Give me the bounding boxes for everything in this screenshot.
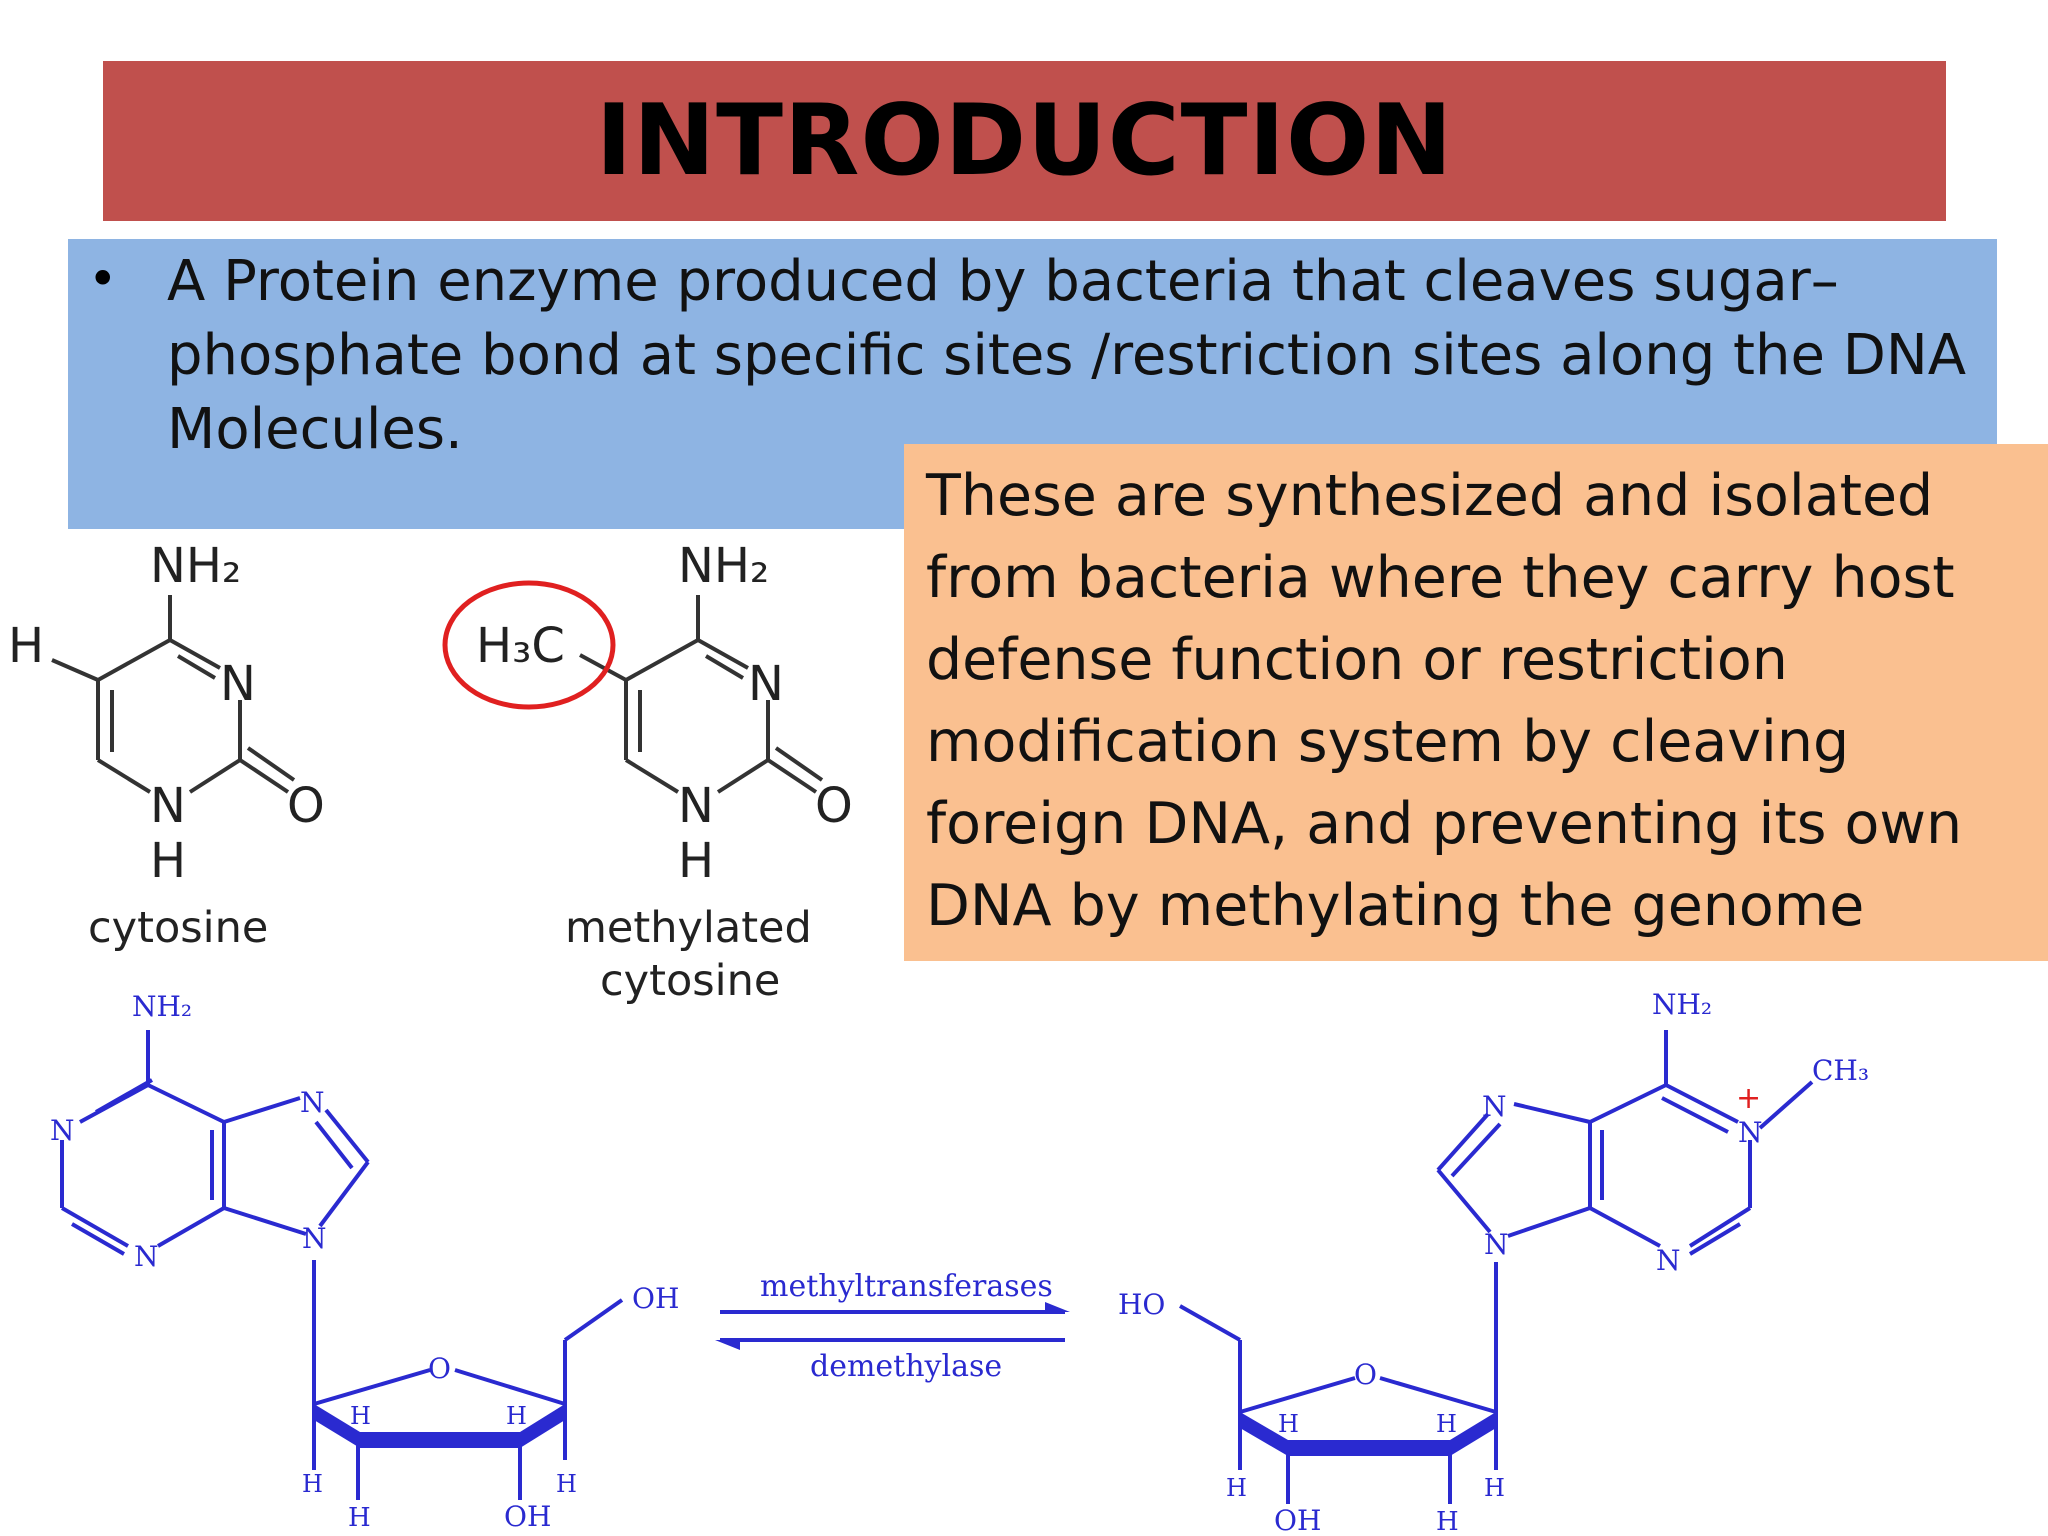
- methyladenosine-h1: H: [1278, 1410, 1299, 1438]
- sugar-wedge-left-right-molecule: [1240, 1412, 1288, 1456]
- title-banner: INTRODUCTION: [103, 61, 1946, 221]
- cytosine-structure: [51, 595, 296, 794]
- bullet-icon: •: [88, 250, 118, 308]
- adenosine-h2: H: [506, 1402, 527, 1430]
- slide-title: INTRODUCTION: [595, 84, 1454, 198]
- methylated-n1: N: [678, 778, 714, 834]
- methyladenosine-h2: H: [1436, 1410, 1457, 1438]
- methyladenosine-h5: H: [1436, 1507, 1459, 1536]
- methyladenosine-h4: H: [1484, 1474, 1505, 1502]
- methylated-o: O: [815, 778, 853, 834]
- methyl-highlight-circle: [442, 580, 616, 710]
- methyladenosine-structure: [1179, 1030, 1814, 1504]
- methyladenosine-n3: N: [1656, 1244, 1681, 1277]
- methyladenosine-n7: N: [1482, 1090, 1507, 1123]
- methylated-n3: N: [748, 656, 784, 712]
- arrow-label-demethylase: demethylase: [810, 1349, 1002, 1384]
- arrow-label-methyltransferases: methyltransferases: [760, 1269, 1053, 1304]
- methyladenosine-nh2: NH₂: [1652, 988, 1712, 1021]
- intro-text: A Protein enzyme produced by bacteria th…: [167, 249, 1967, 462]
- cytosine-label: cytosine: [88, 903, 268, 953]
- info-box: [904, 444, 2048, 961]
- adenosine-n7: N: [300, 1086, 325, 1119]
- adenosine-h1: H: [350, 1402, 371, 1430]
- methylated-cytosine-structure: [579, 595, 824, 794]
- info-text: These are synthesized and isolated from …: [926, 463, 1963, 939]
- cytosine-n1: N: [150, 778, 186, 834]
- adenosine-oh-top: OH: [632, 1282, 679, 1315]
- sugar-bold-bond: [360, 1432, 520, 1448]
- methyladenosine-ring-o: O: [1354, 1358, 1377, 1391]
- sugar-wedge-right: [520, 1404, 565, 1448]
- cytosine-n3: N: [220, 656, 256, 712]
- methylated-h3c: H₃C: [476, 618, 565, 674]
- methyladenosine-ch3: CH₃: [1812, 1054, 1869, 1087]
- methyladenosine-h3: H: [1226, 1474, 1247, 1502]
- sugar-wedge-right-right-molecule: [1450, 1412, 1496, 1456]
- adenosine-n1: N: [50, 1114, 75, 1147]
- cytosine-nh2: NH₂: [150, 538, 241, 594]
- methyladenosine-n1: N: [1738, 1116, 1763, 1149]
- methyladenosine-oh: OH: [1274, 1504, 1321, 1536]
- sugar-bold-bond-right-molecule: [1288, 1440, 1450, 1456]
- adenosine-h5: H: [348, 1503, 371, 1533]
- adenosine-h4: H: [556, 1470, 577, 1498]
- adenosine-n3: N: [134, 1240, 159, 1273]
- cytosine-nh: H: [150, 833, 186, 889]
- adenosine-oh-bottom: OH: [504, 1500, 551, 1533]
- adenosine-nh2: NH₂: [132, 990, 192, 1023]
- cytosine-o: O: [287, 778, 325, 834]
- adenosine-n9: N: [302, 1222, 327, 1255]
- methyladenosine-ho: HO: [1118, 1288, 1165, 1321]
- sugar-wedge-left: [314, 1404, 360, 1448]
- methyladenosine-plus-charge: +: [1736, 1081, 1761, 1116]
- methylated-nh: H: [678, 833, 714, 889]
- adenosine-h3: H: [302, 1470, 323, 1498]
- cytosine-h: H: [8, 618, 44, 674]
- methylated-label-line1: methylated: [565, 903, 812, 953]
- methyladenosine-n9: N: [1484, 1228, 1509, 1261]
- methylated-label-line2: cytosine: [600, 956, 780, 1006]
- methylated-nh2: NH₂: [678, 538, 769, 594]
- reaction-arrows: [715, 1302, 1070, 1350]
- adenosine-ring-o: O: [428, 1352, 451, 1385]
- adenosine-structure: [60, 1030, 624, 1500]
